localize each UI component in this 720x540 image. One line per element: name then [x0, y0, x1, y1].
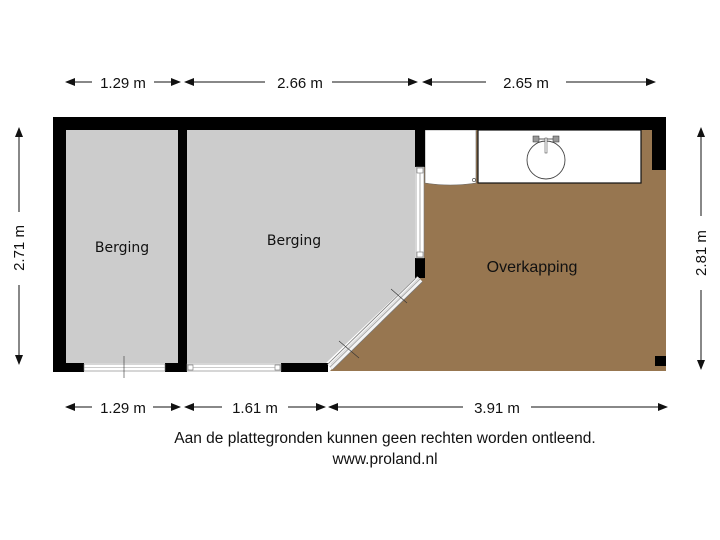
- wall-left: [53, 117, 66, 372]
- dimension-left: 2.71 m: [11, 225, 28, 271]
- floors: [66, 128, 666, 371]
- room-label-berging-2: Berging: [267, 233, 321, 249]
- dimension-top-3: 2.65 m: [503, 75, 549, 92]
- dimension-bottom-2: 1.61 m: [232, 400, 278, 417]
- walls: [53, 117, 666, 372]
- tap-right-icon: [552, 135, 560, 143]
- room-label-overkapping: Overkapping: [487, 259, 578, 276]
- room-label-berging-1: Berging: [95, 240, 149, 256]
- right-dimension: 2.81 m: [693, 127, 710, 370]
- wall-berging2-right-top: [415, 117, 425, 167]
- windows: [83, 166, 425, 378]
- floor-berging-1: [66, 130, 178, 363]
- disclaimer-text: Aan de plattegronden kunnen geen rechten…: [174, 430, 596, 447]
- left-dimension: 2.71 m: [11, 127, 28, 365]
- tap-left-icon: [532, 135, 540, 143]
- column: [655, 356, 666, 366]
- dimension-top-1: 1.29 m: [100, 75, 146, 92]
- wall-middle: [178, 117, 187, 372]
- wall-bottom-2: [165, 363, 187, 372]
- floor-berging-2: [187, 130, 415, 363]
- door-diagonal: [327, 276, 423, 370]
- dimension-bottom-3: 3.91 m: [474, 400, 520, 417]
- fixtures: [424, 129, 642, 186]
- wall-berging2-right-bottom: [415, 258, 425, 278]
- cabinet: [424, 129, 477, 186]
- dimension-bottom-1: 1.29 m: [100, 400, 146, 417]
- floor-overkapping: [330, 128, 666, 371]
- wall-bottom-3: [281, 363, 328, 372]
- wall-top: [53, 117, 666, 130]
- dimension-right: 2.81 m: [693, 230, 710, 276]
- dimension-top-2: 2.66 m: [277, 75, 323, 92]
- top-dimensions: 1.29 m 2.66 m 2.65 m: [65, 75, 656, 92]
- wall-bottom-1: [53, 363, 84, 372]
- faucet-icon: [544, 137, 548, 154]
- bottom-dimensions: 1.29 m 1.61 m 3.91 m: [65, 400, 668, 417]
- website-link[interactable]: www.proland.nl: [332, 451, 438, 468]
- wall-right-top: [652, 117, 666, 170]
